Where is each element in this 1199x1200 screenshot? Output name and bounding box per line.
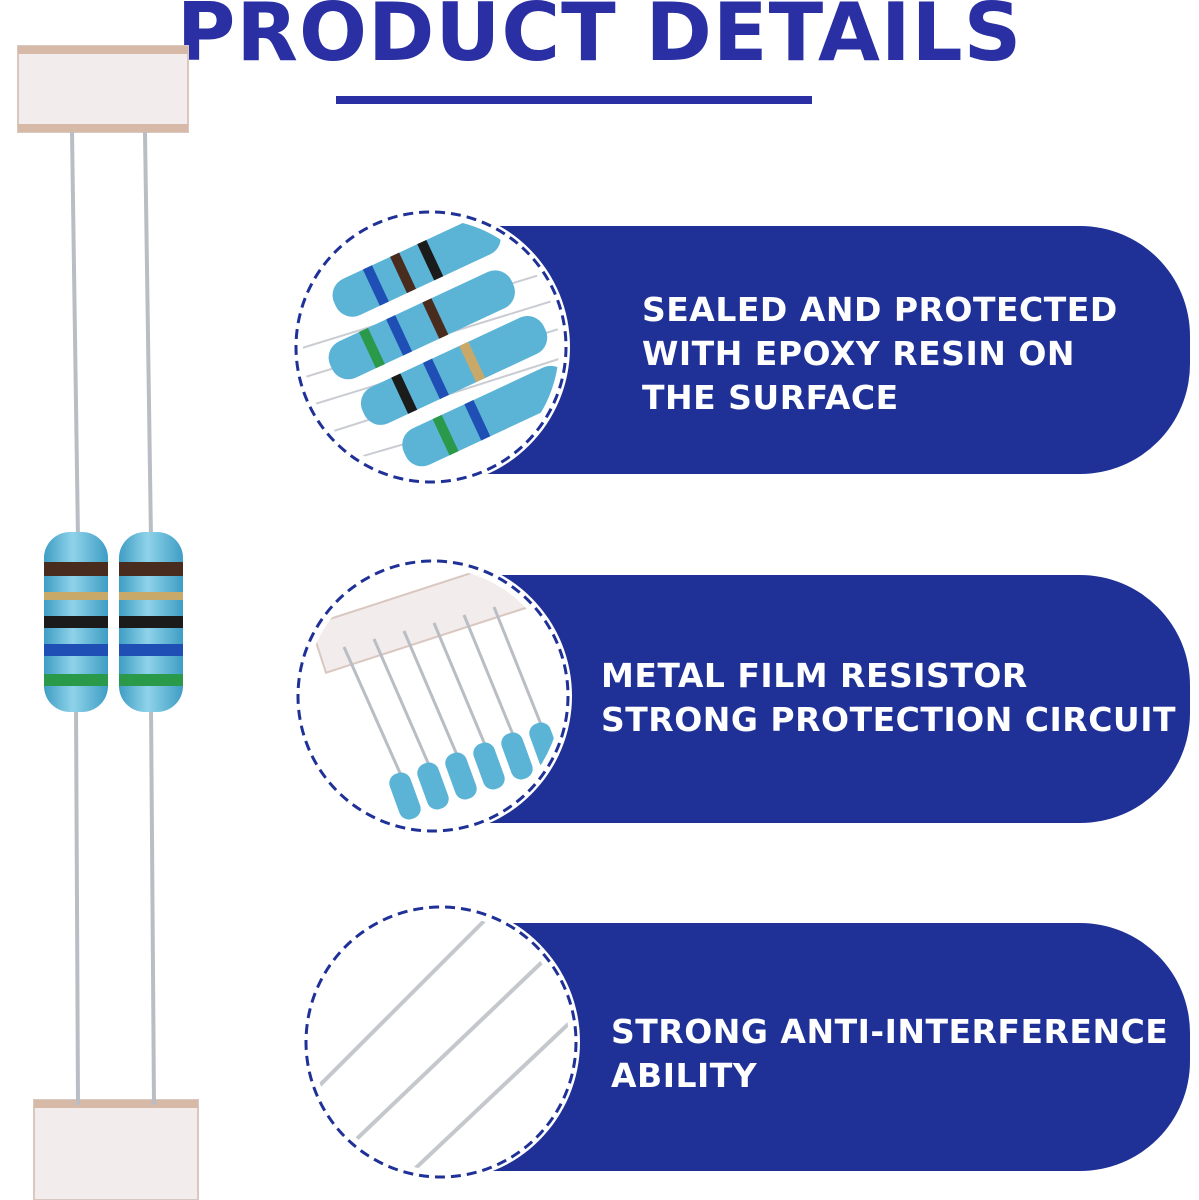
feature-2-line-2: STRONG PROTECTION CIRCUIT (601, 700, 1177, 739)
page-title: PRODUCT DETAILS (176, 0, 1023, 79)
resistor-left (44, 532, 108, 712)
feature-2-line-1: METAL FILM RESISTOR (601, 656, 1028, 695)
feature-1-line-3: THE SURFACE (642, 378, 899, 417)
resistor-strip-icon (294, 557, 572, 835)
feature-text-1: SEALED AND PROTECTED WITH EPOXY RESIN ON… (642, 288, 1118, 420)
feature-1-line-2: WITH EPOXY RESIN ON (642, 334, 1076, 373)
feature-1-line-1: SEALED AND PROTECTED (642, 290, 1118, 329)
resistor-lead-wires-icon (302, 903, 580, 1181)
taped-resistors-image (17, 45, 199, 1200)
resistor-pile-icon (292, 208, 570, 486)
title-underline (336, 96, 812, 104)
feature-3-line-2: ABILITY (611, 1056, 758, 1095)
feature-text-2: METAL FILM RESISTOR STRONG PROTECTION CI… (601, 654, 1176, 742)
feature-text-3: STRONG ANTI-INTERFERENCE ABILITY (611, 1010, 1168, 1098)
top-paper-tape (17, 45, 189, 133)
bottom-paper-tape (33, 1099, 199, 1200)
feature-3-line-1: STRONG ANTI-INTERFERENCE (611, 1012, 1169, 1051)
resistor-right (119, 532, 183, 712)
